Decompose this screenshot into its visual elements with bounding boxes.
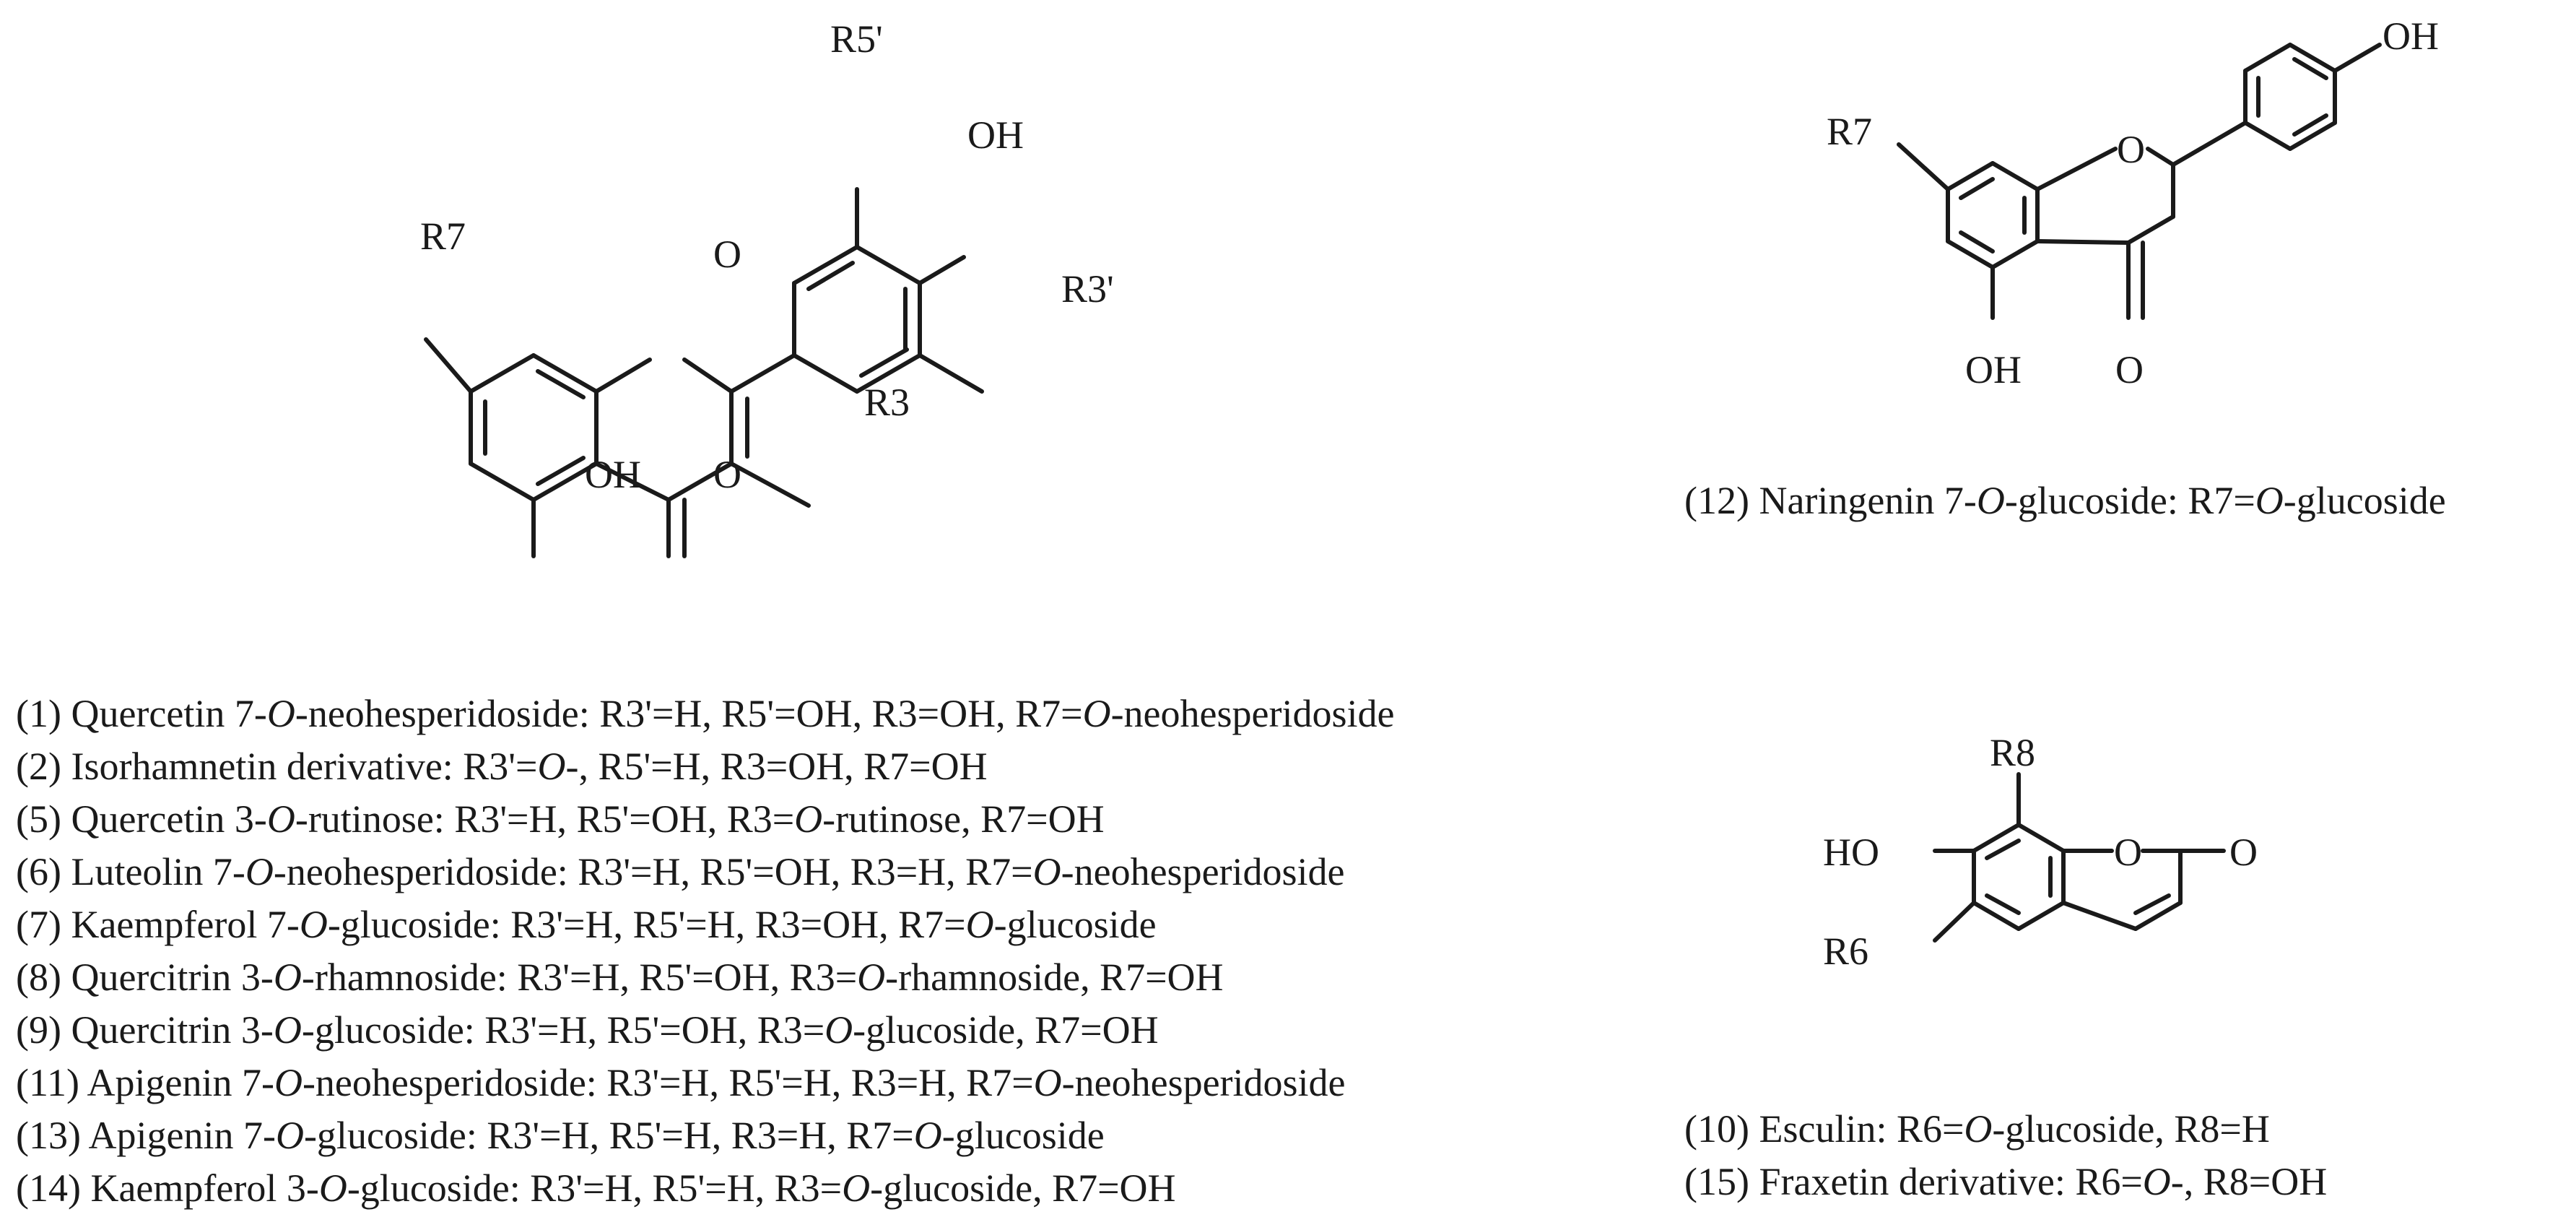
compound-row-14: (14) Kaempferol 3-O-glucoside: R3'=H, R5…	[16, 1166, 1176, 1210]
compound-row-13: (13) Apigenin 7-O-glucoside: R3'=H, R5'=…	[16, 1114, 1105, 1157]
r3-label: R3	[864, 381, 910, 424]
ring-c	[594, 358, 749, 558]
compound-row-1: (1) Quercetin 7-O-neohesperidoside: R3'=…	[16, 692, 1395, 735]
ring-oxygen-label: O	[713, 233, 741, 276]
compound-row-7: (7) Kaempferol 7-O-glucoside: R3'=H, R5'…	[16, 903, 1157, 946]
ring-a	[469, 353, 599, 502]
compound-row-5: (5) Quercetin 3-O-rutinose: R3'=H, R5'=O…	[16, 797, 1105, 841]
naringenin-caption: (12) Naringenin 7-O-glucoside: R7=O-gluc…	[1684, 479, 2446, 522]
compound-row-6: (6) Luteolin 7-O-neohesperidoside: R3'=H…	[16, 850, 1345, 893]
compound-row-11: (11) Apigenin 7-O-neohesperidoside: R3'=…	[16, 1061, 1346, 1104]
compound-row-9: (9) Quercitrin 3-O-glucoside: R3'=H, R5'…	[16, 1008, 1159, 1052]
fraxetin-caption: (15) Fraxetin derivative: R6=O-, R8=OH	[1684, 1160, 2328, 1203]
oh-top-label: OH	[967, 113, 1024, 157]
carbonyl-oxygen-label: O	[713, 453, 741, 496]
esculin-caption: (10) Esculin: R6=O-glucoside, R8=H	[1684, 1107, 2270, 1151]
compound-row-2: (2) Isorhamnetin derivative: R3'=O-, R5'…	[16, 745, 988, 788]
r3prime-label: R3'	[1061, 267, 1114, 311]
r7-label: R7	[420, 215, 466, 258]
ring-b	[729, 245, 922, 394]
r5prime-label: R5'	[830, 17, 883, 61]
compound-row-8: (8) Quercitrin 3-O-rhamnoside: R3'=H, R5…	[16, 956, 1224, 999]
oh-bottom-label: OH	[585, 453, 641, 496]
compound-list: (1) Quercetin 7-O-neohesperidoside: R3'=…	[16, 688, 1394, 1215]
